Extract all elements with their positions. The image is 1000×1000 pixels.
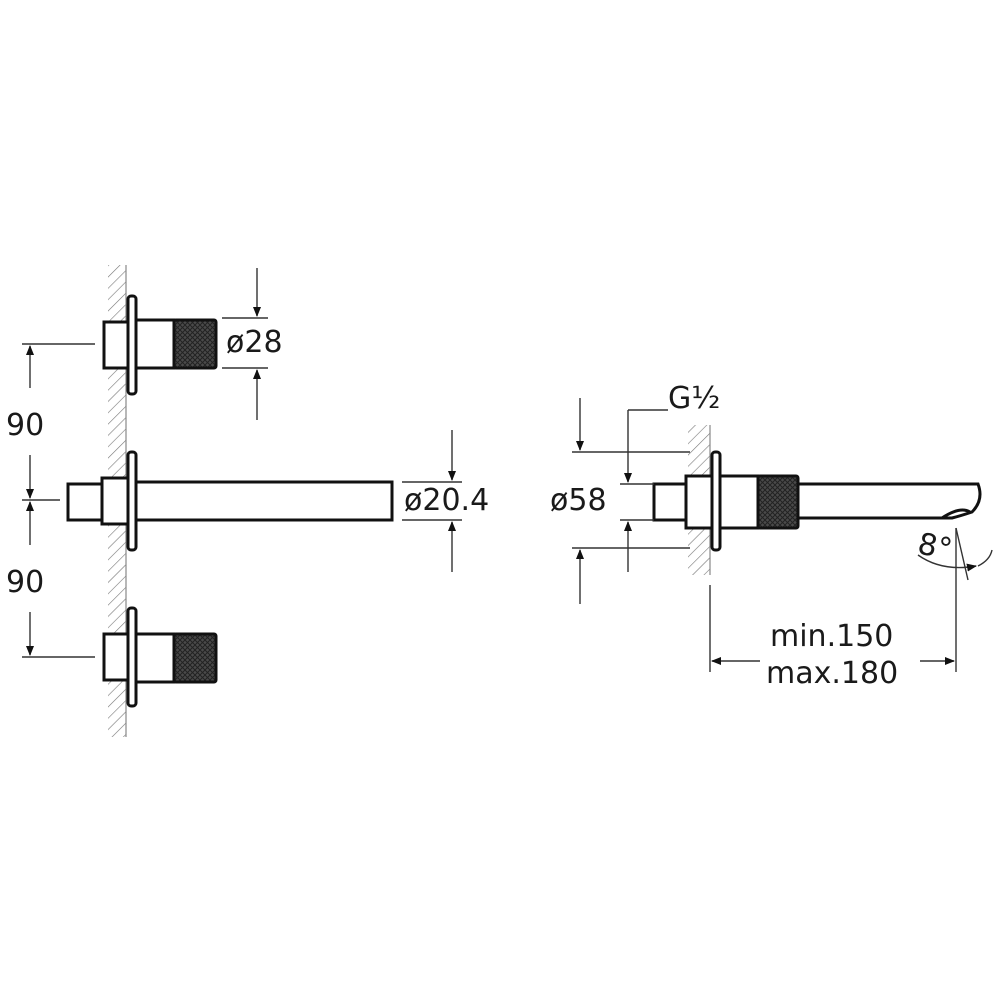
projection-min-label: min.150: [770, 619, 893, 654]
angle-label: 8°: [915, 526, 956, 567]
spout-diameter-label: ø20.4: [404, 483, 489, 518]
spacing-lower-label: 90: [6, 565, 44, 600]
handle-diameter-label: ø28: [226, 325, 283, 360]
side-view: G½ ø58 8° min.150 max.180: [550, 381, 993, 691]
thread-label: G½: [668, 381, 720, 416]
flange-diameter-label: ø58: [550, 483, 607, 518]
spout: [66, 450, 394, 552]
front-view: 90 90 ø28 ø20.4: [6, 265, 489, 737]
projection-max-label: max.180: [766, 656, 898, 691]
spacing-upper-label: 90: [6, 408, 44, 443]
lower-handle: [102, 606, 218, 708]
upper-handle: [102, 294, 218, 396]
